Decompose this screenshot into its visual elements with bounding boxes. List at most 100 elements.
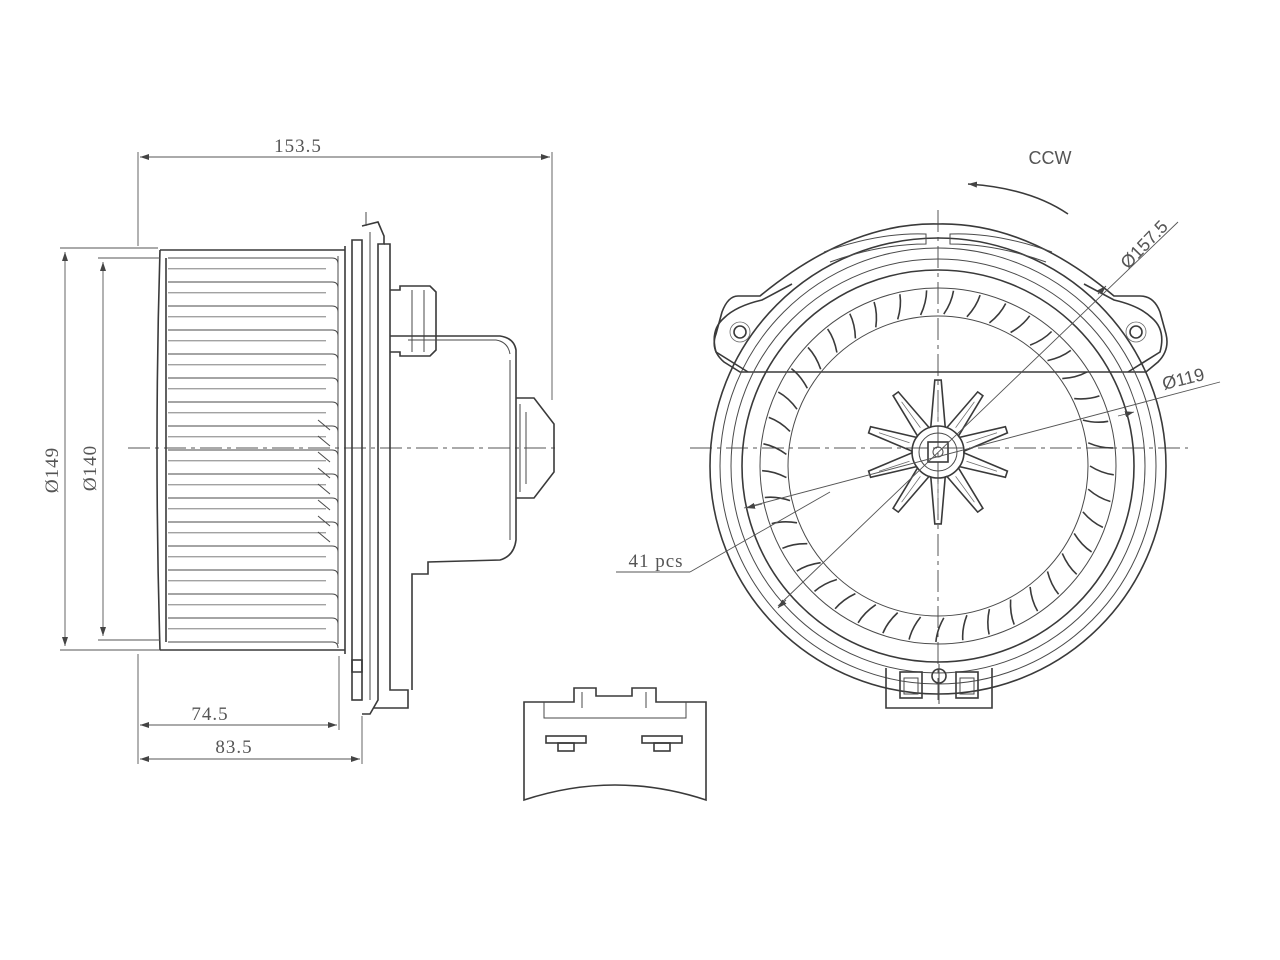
fan-blade-tip bbox=[317, 515, 331, 527]
wheel-blade bbox=[919, 290, 928, 316]
hub-spoke-rib bbox=[966, 432, 998, 444]
wheel-blade bbox=[943, 290, 955, 315]
dimension-inner-diameter-side: Ø140 bbox=[80, 257, 160, 641]
fan-blade-tip bbox=[317, 435, 331, 447]
wheel-blade bbox=[1073, 532, 1093, 553]
housing-front bbox=[709, 223, 1168, 709]
blade-outer-ring bbox=[759, 287, 1117, 645]
fan-blade-slat bbox=[168, 497, 339, 505]
wheel-blade bbox=[834, 592, 856, 610]
fan-blade-slat bbox=[168, 425, 339, 433]
mounting-flange bbox=[351, 212, 409, 715]
side-view: 153.5 Ø149 Ø140 74.5 83.5 bbox=[42, 136, 560, 764]
fan-blade-slat bbox=[168, 449, 339, 457]
fan-blade-slat bbox=[168, 281, 339, 289]
wheel-blade bbox=[1062, 371, 1088, 380]
wheel-blade bbox=[1074, 395, 1100, 400]
hub-spoke-rib bbox=[878, 460, 910, 472]
wheel-blade bbox=[935, 617, 945, 643]
blade-inner-ring bbox=[787, 315, 1089, 617]
flange-length-label: 83.5 bbox=[215, 737, 252, 758]
wheel-blade bbox=[1029, 330, 1053, 346]
wheel-blade bbox=[849, 313, 857, 339]
dimension-outer-diameter-front: Ø157.5 bbox=[777, 216, 1179, 609]
wheel-blade bbox=[762, 469, 787, 479]
wheel-diameter-label: Ø119 bbox=[1160, 364, 1206, 394]
fan-blade-tip bbox=[317, 451, 331, 463]
fan-blade-slat bbox=[168, 593, 339, 601]
wheel-blade bbox=[966, 294, 981, 318]
fan-blade-slat bbox=[168, 401, 339, 409]
fan-blade-slat bbox=[168, 545, 339, 553]
wheel-blade bbox=[987, 608, 991, 635]
connector-pin-left bbox=[545, 735, 587, 752]
wheel-blade bbox=[988, 303, 1007, 324]
wheel-blade bbox=[813, 578, 838, 592]
fan-blade-slat bbox=[168, 521, 339, 529]
wheel-blade bbox=[782, 542, 808, 550]
fan-blade-tip bbox=[317, 483, 331, 495]
blade-count-label: 41 pcs bbox=[628, 551, 683, 572]
connector-block-side bbox=[390, 285, 437, 357]
dimension-wheel-diameter: Ø119 bbox=[743, 364, 1221, 509]
hub-spoke-rib bbox=[966, 460, 998, 472]
fan-blade-slat bbox=[168, 257, 339, 265]
wheel-blade bbox=[1047, 349, 1072, 362]
hub-spoke-rib bbox=[901, 476, 921, 503]
outer-diameter-side-label: Ø149 bbox=[42, 447, 63, 493]
wheel-blade bbox=[826, 328, 838, 353]
wheel-blade bbox=[908, 616, 922, 640]
wheel-blade bbox=[790, 367, 809, 389]
wheel-blade bbox=[777, 391, 798, 410]
overall-length-label: 153.5 bbox=[274, 136, 322, 157]
wheel-blade bbox=[857, 604, 877, 624]
dimension-overall-length: 153.5 bbox=[137, 136, 553, 400]
rotation-indicator: CCW bbox=[967, 148, 1072, 215]
fan-blade-slat bbox=[168, 377, 339, 385]
hub-spoke-rib bbox=[955, 476, 975, 503]
wheel-blade bbox=[1061, 553, 1078, 575]
wheel-blade bbox=[961, 614, 968, 641]
wheel-blade bbox=[1082, 419, 1109, 424]
wheel-blade bbox=[1087, 488, 1111, 503]
blower-wheel-blades bbox=[762, 290, 1114, 643]
wheel-blade bbox=[882, 612, 899, 634]
rotation-label: CCW bbox=[1029, 148, 1072, 168]
dimension-lengths-bottom: 74.5 83.5 bbox=[137, 654, 363, 764]
hub-spoke-rib bbox=[901, 401, 921, 428]
fan-blade-slat bbox=[168, 569, 339, 577]
fan-blade-tip bbox=[317, 467, 331, 479]
wheel-blade bbox=[771, 520, 798, 525]
blade-count-callout: 41 pcs bbox=[616, 491, 831, 573]
fan-blade-tip bbox=[317, 531, 331, 543]
wheel-blade bbox=[763, 443, 787, 456]
inner-diameter-side-label: Ø140 bbox=[80, 445, 101, 491]
wheel-blade bbox=[1087, 442, 1114, 449]
fan-length-label: 74.5 bbox=[191, 704, 228, 725]
fan-wheel-side bbox=[156, 246, 346, 654]
wheel-blade bbox=[807, 346, 822, 370]
wheel-blade bbox=[764, 496, 791, 502]
fan-blade-tip bbox=[317, 499, 331, 511]
wheel-blade bbox=[768, 416, 791, 432]
wheel-blade bbox=[1082, 511, 1104, 529]
wheel-blade bbox=[873, 301, 878, 328]
motor-housing bbox=[390, 335, 555, 690]
wheel-blade bbox=[896, 294, 902, 320]
wheel-blade bbox=[1089, 465, 1114, 476]
front-view: CCW Ø157.5 Ø119 41 pcs bbox=[616, 148, 1221, 709]
outer-diameter-front-label: Ø157.5 bbox=[1116, 216, 1171, 272]
hub-spoke-rib bbox=[878, 432, 910, 444]
hub-spoke-rib bbox=[955, 401, 975, 428]
fan-blade-slat bbox=[168, 353, 339, 361]
fan-blade-slat bbox=[168, 641, 339, 649]
connector-pin-right bbox=[641, 735, 683, 752]
connector-detail bbox=[523, 687, 707, 802]
wheel-blade bbox=[1029, 586, 1039, 612]
bottom-connector-tab bbox=[885, 664, 993, 709]
fan-blades-side bbox=[168, 257, 339, 649]
fan-blade-slat bbox=[168, 305, 339, 313]
fan-blade-slat bbox=[168, 617, 339, 625]
wheel-blade bbox=[1046, 571, 1060, 595]
